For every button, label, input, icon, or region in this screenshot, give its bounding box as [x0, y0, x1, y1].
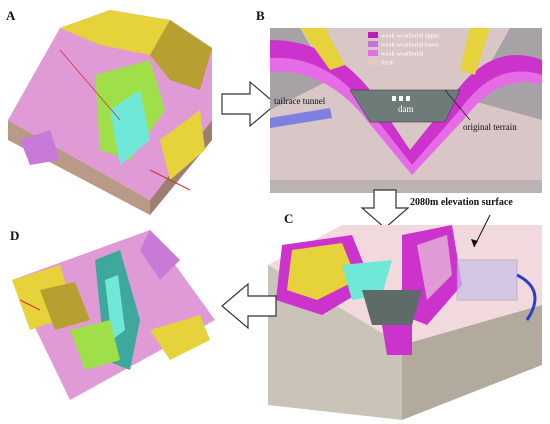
panel-c-yellow-left — [287, 243, 357, 300]
panel-c-annotation-arrowhead — [471, 239, 478, 247]
panel-b: B weak weathered upper weak weathered lo… — [256, 0, 550, 195]
legend-label-2: weak weathered lower — [381, 42, 440, 49]
panel-b-weathered-band — [270, 57, 542, 176]
panel-b-weathered-upper-band — [270, 40, 542, 165]
legend-swatch-1 — [368, 32, 378, 38]
panel-b-dam-label: dam — [398, 104, 414, 114]
panel-c-plunge-pool — [382, 325, 412, 355]
panel-b-label: B — [256, 8, 265, 23]
panel-b-dam-body — [349, 89, 461, 123]
panel-a-olive-slope — [150, 20, 212, 90]
panel-b-yellow-right — [460, 28, 490, 75]
panel-d-3d-model — [12, 230, 215, 400]
panel-a-yellow-ridge — [60, 10, 170, 55]
panel-d: D — [0, 220, 220, 424]
panel-a-violet-patch — [20, 130, 60, 165]
panel-c-pink-right — [417, 235, 452, 300]
panel-b-cross-section: weak weathered upper weak weathered lowe… — [270, 28, 542, 193]
panel-b-legend: weak weathered upper weak weathered lowe… — [368, 32, 440, 67]
panel-d-fault-line — [19, 299, 41, 311]
panel-b-dam-gate-3 — [406, 96, 410, 101]
panel-a-label: A — [6, 8, 16, 23]
panel-c-label: C — [284, 211, 294, 226]
panel-c-dam — [362, 290, 422, 325]
arrow-left-icon — [221, 282, 277, 330]
panel-a-fault-line — [59, 49, 121, 121]
panel-c-elevation-label: 2080m elevation surface — [410, 197, 513, 208]
panel-c: C 2080m elevation surface — [262, 197, 550, 424]
legend-label-3: weak weathered — [381, 51, 424, 58]
panel-b-dam-gate-2 — [399, 96, 403, 101]
arrow-right-icon — [221, 80, 277, 128]
legend-swatch-2 — [368, 41, 378, 47]
legend-label-4: fresh — [381, 60, 395, 67]
panel-d-olive-left — [40, 282, 90, 330]
panel-d-green-zone — [70, 320, 120, 370]
panel-b-terrain-pointer — [444, 89, 471, 121]
panel-a-fault-line-2 — [149, 169, 191, 191]
panel-a-cyan-valley — [110, 90, 150, 165]
arrow-down-icon — [360, 189, 410, 229]
panel-b-tailrace-label: tailrace tunnel — [274, 96, 326, 106]
panel-b-yellow-left — [300, 28, 345, 70]
panel-b-tailrace-tunnel-shape — [270, 108, 332, 128]
panel-c-powerhouse — [456, 259, 518, 301]
legend-swatch-4 — [368, 59, 378, 65]
panel-d-label: D — [10, 228, 20, 243]
panel-d-cyan-channel — [105, 275, 125, 340]
panel-a-3d-model — [8, 10, 212, 215]
panel-b-terrain-label: original terrain — [463, 122, 517, 132]
legend-swatch-3 — [368, 50, 378, 56]
legend-label-1: weak weathered upper — [381, 33, 440, 40]
panel-d-violet-top — [140, 230, 180, 280]
panel-b-block-bottom — [270, 180, 542, 193]
panel-a-yellow-lower — [160, 110, 205, 180]
panel-c-3d-block — [268, 214, 542, 420]
panel-c-tunnel — [516, 273, 537, 321]
panel-b-dam-gate-1 — [392, 96, 396, 101]
panel-d-yellow-right — [150, 315, 210, 360]
panel-a: A — [0, 0, 220, 215]
